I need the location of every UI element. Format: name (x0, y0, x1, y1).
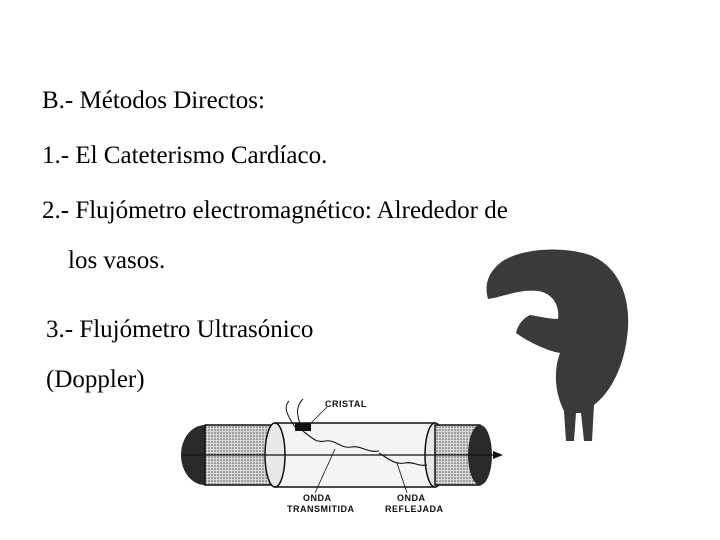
flow-arrow (493, 451, 503, 459)
electromagnetic-probe-image (486, 249, 629, 441)
label-crystal: CRISTAL (325, 399, 367, 409)
item-1: 1.- El Cateterismo Cardíaco. (42, 142, 328, 169)
transmitted-wave (302, 430, 380, 452)
label-reflected-2: REFLEJADA (385, 504, 444, 514)
crystal (295, 423, 311, 431)
probe-silhouette (486, 249, 629, 441)
crystal-leader (310, 406, 328, 424)
label-transmitted-2: TRANSMITIDA (287, 504, 355, 514)
heading: B.- Métodos Directos: (42, 87, 265, 114)
item-2-continuation: los vasos. (68, 247, 166, 274)
transmitted-leader (314, 448, 336, 494)
item-2: 2.- Flujómetro electromagnético: Alreded… (42, 197, 508, 224)
item-3: 3.- Flujómetro Ultrasónico (46, 316, 314, 343)
label-reflected-1: ONDA (397, 493, 426, 503)
item-3-continuation: (Doppler) (46, 366, 145, 393)
reflected-wave (378, 452, 428, 466)
label-transmitted-1: ONDA (303, 493, 332, 503)
doppler-flowmeter-diagram: CRISTAL ONDA TRANSMITIDA ONDA REFLEJADA (181, 398, 503, 514)
reflected-leader (396, 462, 408, 494)
